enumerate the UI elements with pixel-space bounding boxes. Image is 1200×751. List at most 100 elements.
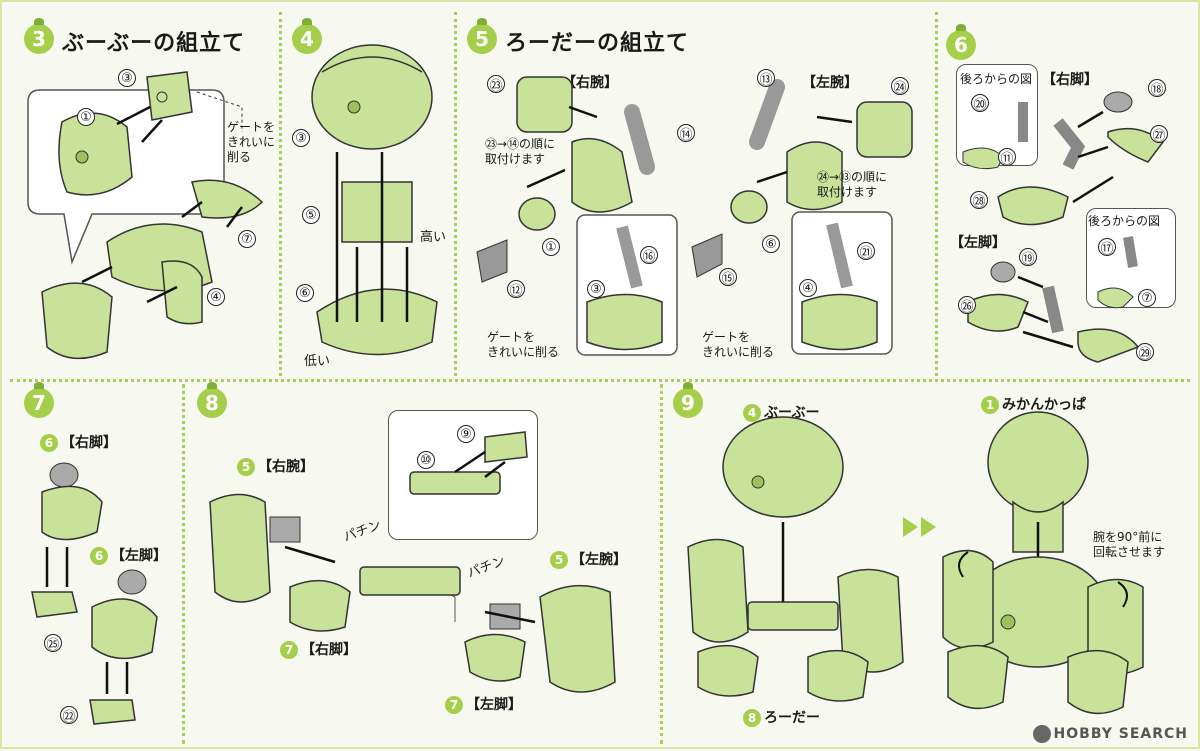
left-arm-label: 【左腕】 [802,75,858,91]
right-leg-label: 【右脚】 [1042,72,1098,88]
part-number: ⑮ [719,268,737,287]
vertical-divider [279,12,282,376]
part-number: ⑫ [507,280,525,299]
part-number: ⑩ [417,451,435,469]
hobby-search-logo-icon [1032,725,1051,743]
vertical-divider [660,384,663,744]
watermark-text: HOBBY SEARCH [1053,726,1188,742]
left-arm-label: 5【左腕】 [550,549,627,569]
step-7-illustration [31,462,158,725]
step-6-illustration [962,91,1165,363]
step-3-badge: 3 [24,18,54,54]
vertical-divider [182,384,185,744]
part-number: ⑥ [296,284,314,302]
part-number: ㉘ [970,191,988,210]
part-number: ㉕ [44,634,62,653]
step-3-panel: 3 ぶーぶーの組立て ③ ① ⑦ ④ ゲートを きれいに 削る [2,2,279,379]
part-number: ⑦ [238,230,256,248]
step-7-badge: 7 [24,382,54,418]
left-leg-label: 6【左脚】 [90,545,167,565]
part-number: ㉔ [891,77,909,96]
rotate-arm-note: 腕を90°前に 回転させます [1093,530,1166,559]
part-number: ⑤ [302,206,320,224]
right-arm-label: 5【右腕】 [237,456,314,476]
step-4-panel: 4 ③ ⑤ ⑥ 高い 低い [282,2,454,379]
right-arm-text: 【右腕】 [258,459,314,475]
step-ref-badge: 7 [445,696,463,714]
part-number: ㉒ [60,706,78,725]
part-number: ① [542,238,560,256]
order-note-right: ㉓→⑭の順に 取付けます [485,137,556,166]
vertical-divider [935,12,938,376]
part-number: ⑳ [971,94,989,113]
part-number: ③ [292,129,310,147]
left-leg-text: 【左脚】 [111,548,167,564]
order-note-left: ㉔→⑬の順に 取付けます [817,170,888,199]
part-number: ⑨ [457,425,475,443]
step-4-badge: 4 [292,18,322,54]
part-number: ⑦ [1138,289,1156,307]
right-leg-label: 6【右脚】 [40,432,117,452]
part-number: ⑭ [677,124,695,143]
step-6-panel: 6 後ろからの図 後ろからの図 【右脚】 【左脚】 ⑳ ⑪ [938,2,1200,379]
step-6-badge: 6 [946,24,976,60]
step-ref-badge: 8 [743,709,761,727]
watermark: HOBBY SEARCH [1032,725,1188,743]
part-number: ⑰ [1098,238,1116,257]
step-ref-badge: 6 [90,547,108,565]
step-4-illustration [311,44,438,356]
part-number: ⑬ [757,69,775,88]
step-8-illustration [209,431,616,693]
part-number: ④ [207,288,225,306]
right-arm-label: 【右腕】 [562,75,618,91]
part-number: ㉙ [1136,343,1154,362]
part-number: ㉓ [487,75,505,94]
left-leg-label: 7【左脚】 [445,694,522,714]
step-ref-badge: 4 [743,404,761,422]
part-number: ⑱ [1148,79,1166,98]
step-3-title: ぶーぶーの組立て [62,31,246,56]
left-arm-text: 【左腕】 [571,552,627,568]
step-5-panel: 5 ろーだーの組立て 【右腕】 【左腕】 ㉓ ⑭ [457,2,935,379]
step-ref-badge: 1 [981,396,999,414]
right-leg-label: 7【右脚】 [280,639,357,659]
horizontal-divider [10,379,1190,382]
part-number: ③ [587,280,605,298]
step-ref-badge: 5 [550,551,568,569]
step-9-badge: 9 [673,382,703,418]
part-number: ㉗ [1150,125,1168,144]
step-3-illustration [27,71,264,360]
kappa-text: みかんかっぱ [1002,397,1086,413]
left-leg-text: 【左脚】 [466,697,522,713]
left-leg-label: 【左脚】 [950,235,1006,251]
right-leg-text: 【右脚】 [61,435,117,451]
vertical-divider [454,12,457,376]
step-5-title: ろーだーの組立て [505,31,690,56]
right-leg-text: 【右脚】 [301,642,357,658]
step-8-badge: 8 [197,382,227,418]
part-number: ㉑ [857,242,875,261]
rear-view-label: 後ろからの図 [1088,214,1161,228]
step-ref-badge: 5 [237,458,255,476]
step-5-illustration [476,76,913,356]
part-number: ⑯ [640,246,658,265]
gate-trim-note: ゲートを きれいに削る [702,330,775,359]
gate-trim-note: ゲートを きれいに 削る [227,120,276,164]
part-number: ① [77,108,95,126]
part-number: ⑪ [998,148,1016,167]
rear-view-label: 後ろからの図 [960,72,1033,86]
part-number: ④ [799,279,817,297]
step-ref-badge: 6 [40,434,58,452]
part-number: ⑲ [1019,248,1037,267]
step-5-badge: 5 [467,18,497,54]
step-ref-badge: 7 [280,641,298,659]
low-label: 低い [304,354,331,369]
gate-trim-note: ゲートを きれいに削る [487,330,560,359]
step-8-panel: 8 5【右腕】 7【右脚】 5【左腕】 7【左脚】 パチン パチン ⑨ ⑩ [185,382,660,751]
part-number: ③ [118,69,136,87]
part-number: ⑥ [762,235,780,253]
high-label: 高い [420,230,447,245]
